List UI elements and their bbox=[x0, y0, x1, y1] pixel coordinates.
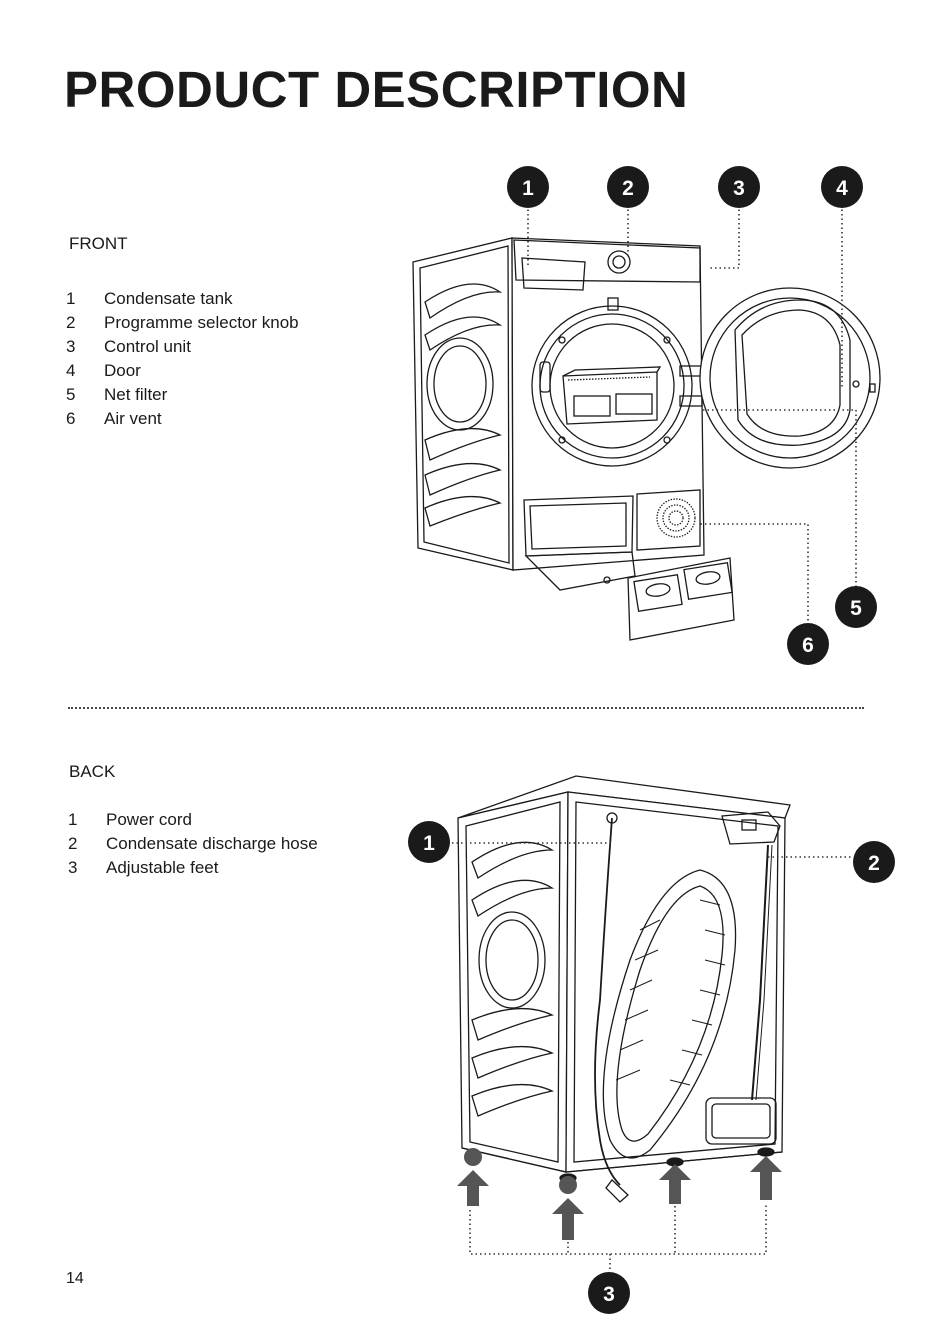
svg-text:3: 3 bbox=[733, 177, 745, 200]
svg-text:1: 1 bbox=[522, 177, 534, 200]
svg-text:6: 6 bbox=[802, 634, 814, 657]
front-callout-6: 6 bbox=[787, 623, 829, 665]
open-door bbox=[700, 288, 880, 468]
up-arrow-icon bbox=[750, 1156, 782, 1200]
front-callout-4: 4 bbox=[821, 166, 863, 208]
front-callout-5: 5 bbox=[835, 586, 877, 628]
svg-text:2: 2 bbox=[622, 177, 634, 200]
svg-text:2: 2 bbox=[868, 852, 880, 875]
svg-text:5: 5 bbox=[850, 597, 862, 620]
back-callout-2: 2 bbox=[853, 841, 895, 883]
front-callout-3: 3 bbox=[718, 166, 760, 208]
back-dryer-illustration bbox=[458, 776, 790, 1202]
front-callout-1: 1 bbox=[507, 166, 549, 208]
foot bbox=[758, 1148, 774, 1156]
svg-text:4: 4 bbox=[836, 177, 848, 200]
svg-text:1: 1 bbox=[423, 832, 435, 855]
up-arrow-icon bbox=[659, 1164, 691, 1204]
svg-text:3: 3 bbox=[603, 1283, 615, 1306]
up-arrow-icon bbox=[457, 1148, 489, 1206]
back-callout-1: 1 bbox=[408, 821, 450, 863]
back-callout-3: 3 bbox=[588, 1272, 630, 1314]
front-dryer-illustration bbox=[413, 238, 880, 640]
up-arrow-icon bbox=[552, 1176, 584, 1240]
front-callout-2: 2 bbox=[607, 166, 649, 208]
